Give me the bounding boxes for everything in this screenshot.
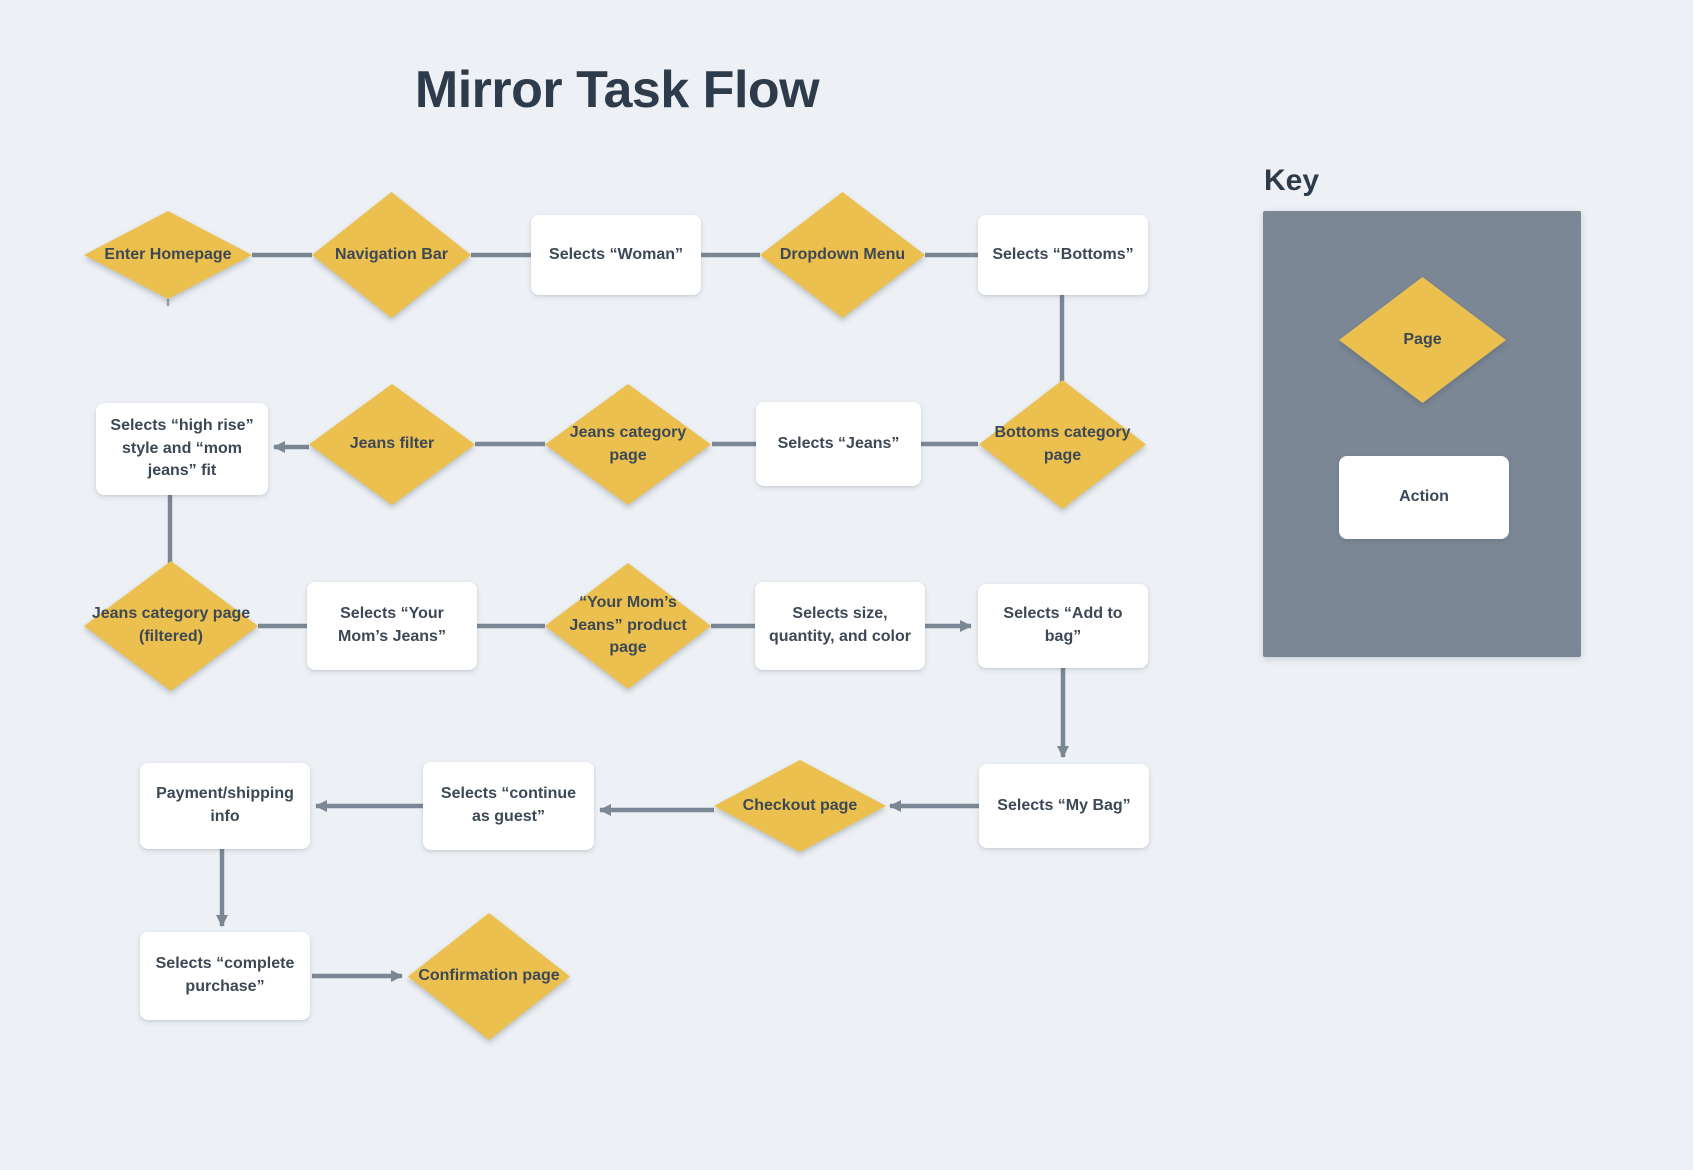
node-label: Selects “Jeans” [777,434,900,452]
node-selects-woman: Selects “Woman” [531,215,701,295]
node-label: Selects “complete purchase” [155,955,295,995]
node-jeans-filter: Jeans filter [309,384,475,505]
node-label: Selects “Woman” [549,245,683,263]
key-page-symbol: Page [1339,277,1506,403]
node-selects-jeans: Selects “Jeans” [756,402,921,486]
node-selects-bottoms: Selects “Bottoms” [978,215,1148,295]
node-selects-your-moms-jeans: Selects “Your Mom’s Jeans” [307,582,477,670]
node-selects-complete-purchase: Selects “complete purchase” [140,932,310,1020]
node-label: Selects size, quantity, and color [769,605,911,645]
node-jeans-category-page: Jeans category page [545,384,711,505]
node-selects-size-quantity-color: Selects size, quantity, and color [755,582,925,670]
node-jeans-category-page-filtered: Jeans category page (filtered) [84,561,258,691]
key-action-symbol: Action [1339,456,1509,539]
node-selects-add-to-bag: Selects “Add to bag” [978,584,1148,668]
node-label: Navigation Bar [335,245,448,263]
node-label: Payment/shipping info [156,785,294,825]
node-selects-continue-as-guest: Selects “continue as guest” [423,762,594,850]
node-selects-my-bag: Selects “My Bag” [979,764,1149,848]
node-label: “Your Mom’s Jeans” product page [569,593,687,657]
node-your-moms-jeans-product-page: “Your Mom’s Jeans” product page [545,563,711,689]
node-label: Jeans category page (filtered) [91,605,251,645]
key-page-label: Page [1403,330,1442,348]
node-label: Dropdown Menu [779,245,906,263]
node-selects-high-rise-mom-jeans: Selects “high rise” style and “mom jeans… [96,403,268,495]
node-label: Bottoms category page [994,423,1131,464]
key-action-label: Action [1399,488,1449,506]
node-enter-homepage: Enter Homepage [84,211,252,299]
page-title: Mirror Task Flow [414,61,820,119]
key-heading: Key [1264,164,1320,197]
node-dropdown-menu: Dropdown Menu [760,192,925,318]
node-label: Checkout page [742,796,858,814]
node-payment-shipping-info: Payment/shipping info [140,763,310,849]
node-label: Jeans category page [569,423,687,464]
node-bottoms-category-page: Bottoms category page [979,380,1146,509]
key-panel: Page Action [1263,211,1581,657]
node-label: Selects “high rise” style and “mom jeans… [110,416,254,480]
node-label: Selects “My Bag” [997,796,1131,814]
node-label: Selects “Bottoms” [992,245,1134,263]
node-label: Selects “continue as guest” [440,785,577,825]
node-label: Selects “Add to bag” [1003,605,1123,645]
node-navigation-bar: Navigation Bar [312,192,471,318]
node-label: Selects “Your Mom’s Jeans” [338,605,446,645]
node-checkout-page: Checkout page [714,760,886,852]
node-confirmation-page: Confirmation page [408,913,570,1040]
node-label: Jeans filter [349,435,435,453]
node-label: Confirmation page [418,967,560,985]
node-label: Enter Homepage [104,245,232,263]
